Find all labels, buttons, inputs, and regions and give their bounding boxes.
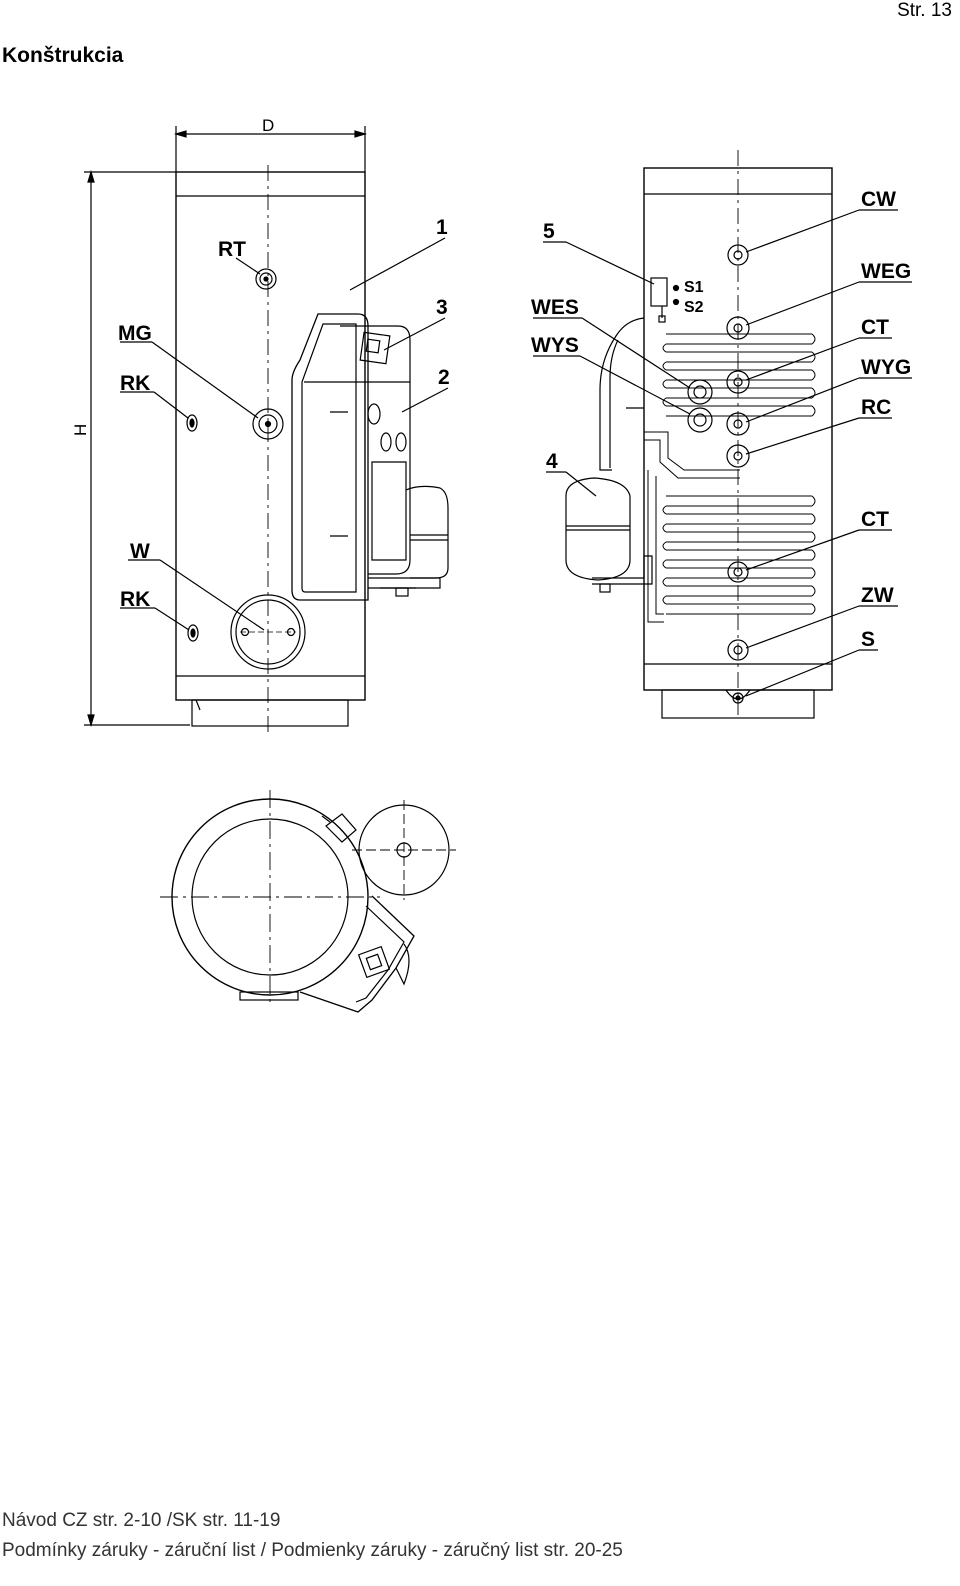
label-s: S [861,628,875,651]
dimension-d-label: D [262,116,274,135]
page-number: Str. 13 [897,0,952,21]
section-view-tank [533,150,912,719]
top-view-tank [160,790,456,1013]
section-title: Konštrukcia [2,44,124,67]
label-4: 4 [546,450,558,473]
footer-manual-pages: Návod CZ str. 2-10 /SK str. 11-19 [2,1510,281,1531]
label-s1: S1 [684,279,704,296]
label-wys: WYS [531,334,579,357]
label-3: 3 [436,296,448,319]
front-view-tank [84,126,449,735]
footer-warranty-pages: Podmínky záruky - záruční list / Podmien… [2,1540,623,1561]
label-w: W [130,540,150,563]
label-rk-upper: RK [120,372,150,395]
label-mg: MG [118,322,152,345]
label-5: 5 [543,220,555,243]
label-1: 1 [436,216,448,239]
label-2: 2 [438,366,450,389]
label-rk-lower: RK [120,588,150,611]
label-cw: CW [861,188,896,211]
label-wyg: WYG [861,356,911,379]
label-weg: WEG [861,260,911,283]
construction-drawing: D H RT MG RK W RK 1 3 2 5 WES WYS 4 S1 S… [71,116,912,1013]
label-ct-upper: CT [861,316,889,339]
label-wes: WES [531,296,579,319]
label-ct-lower: CT [861,508,889,531]
label-s2: S2 [684,299,704,316]
dimension-h-label: H [71,424,90,436]
label-rc: RC [861,396,891,419]
label-rt: RT [218,238,246,261]
label-zw: ZW [861,584,894,607]
